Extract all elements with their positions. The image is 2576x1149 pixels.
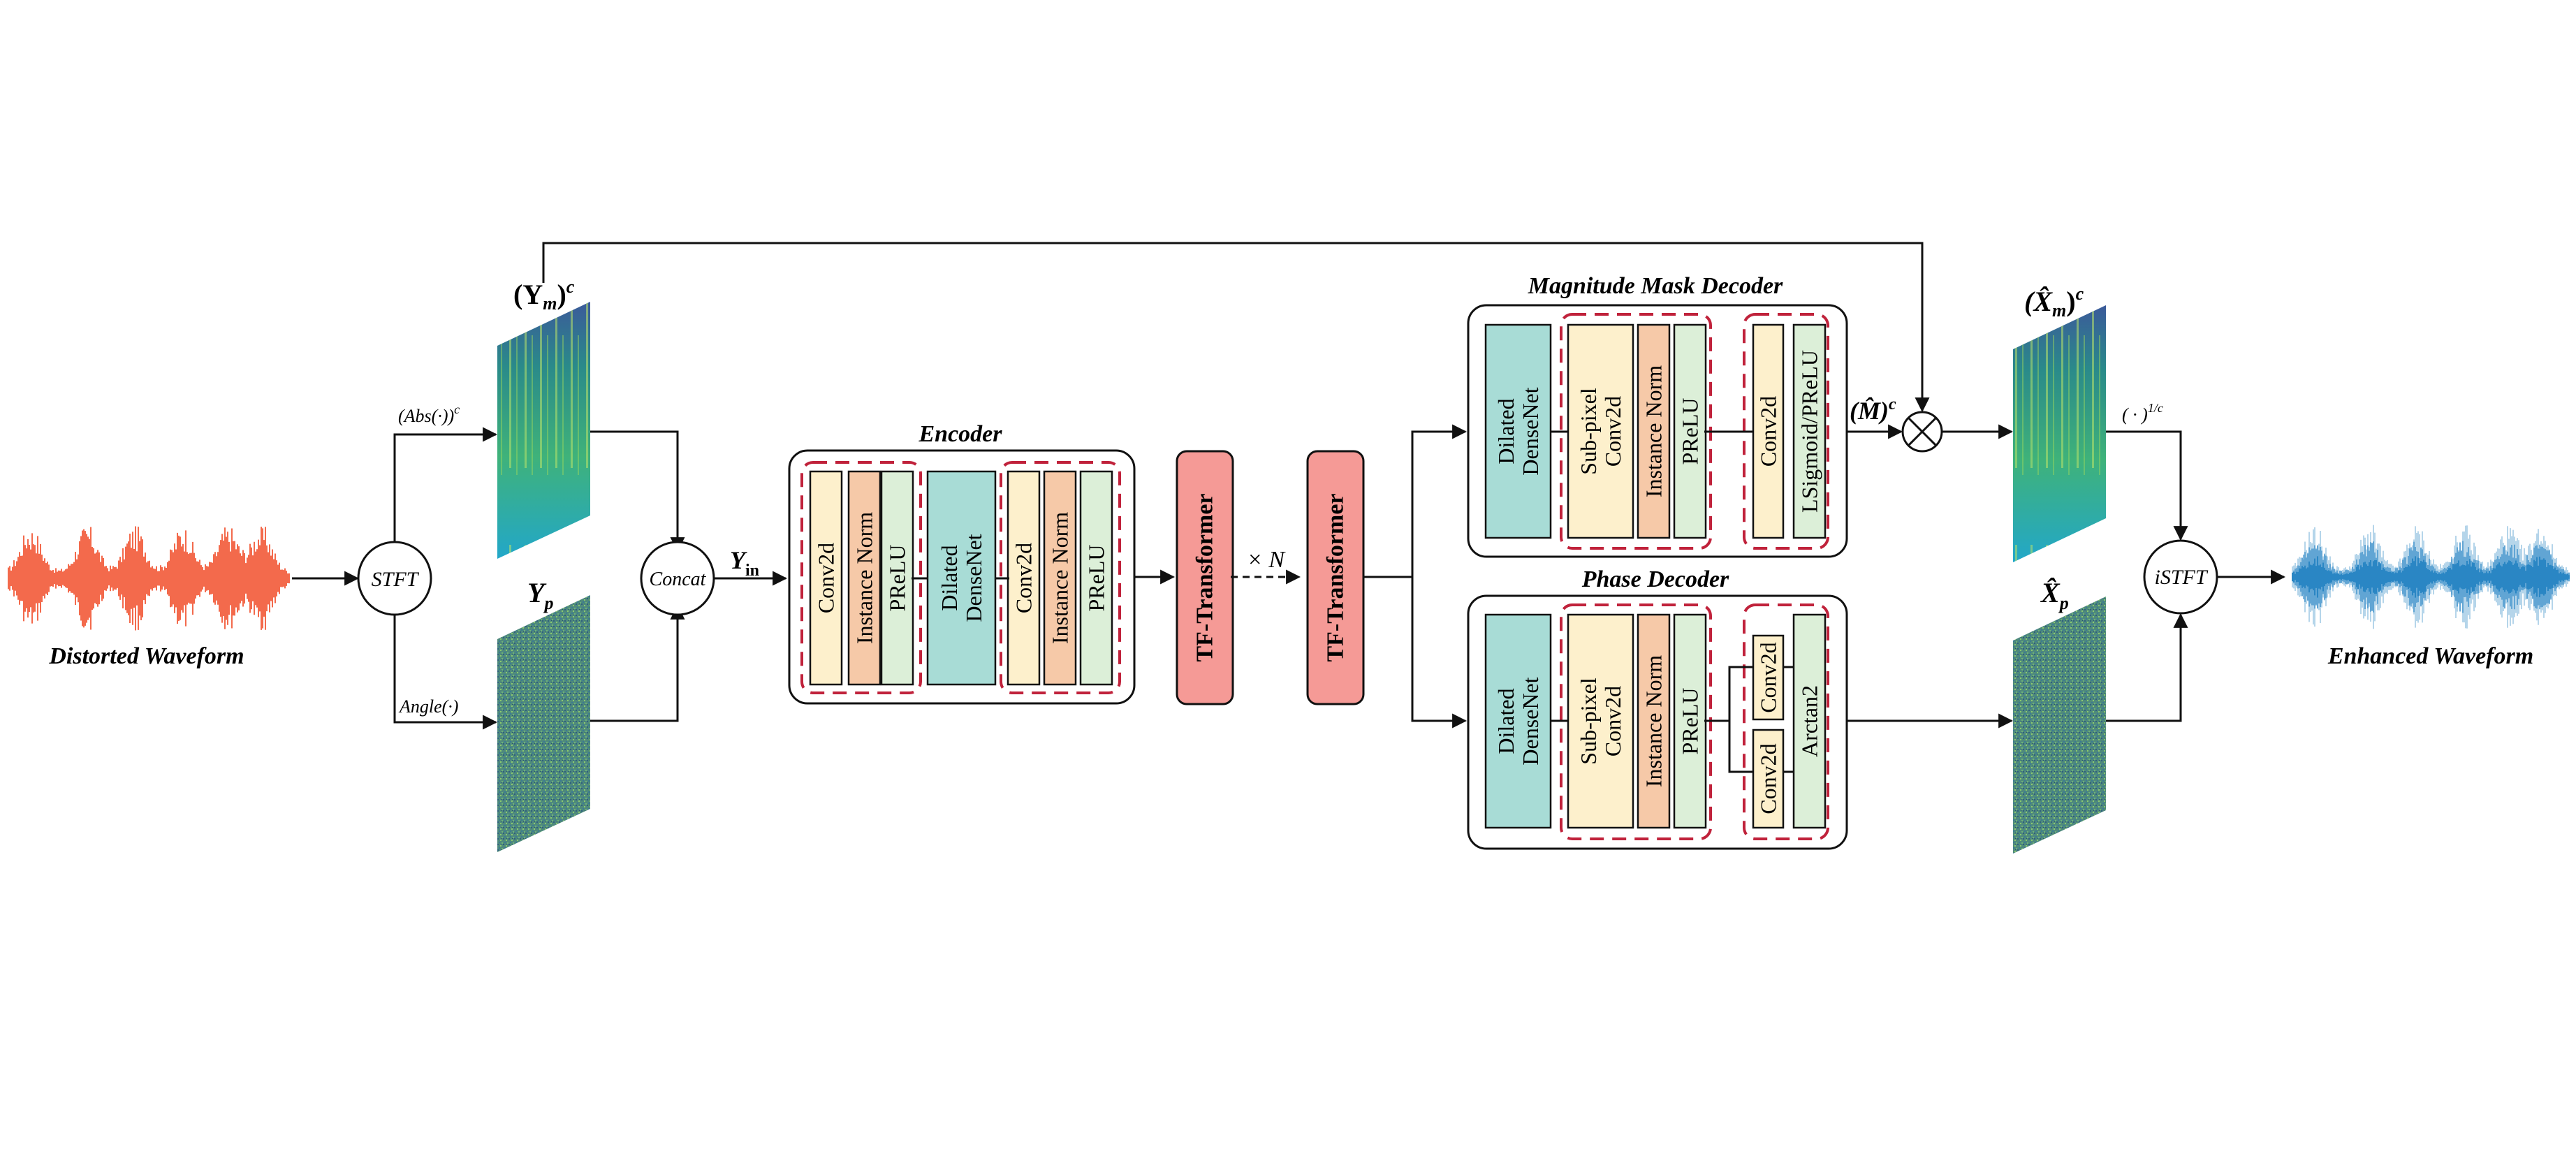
mhat-label: (M̂)c xyxy=(1850,395,1896,425)
abs-label: (Abs(·))c xyxy=(398,402,460,426)
tf-transformer-block-1: TF-Transformer xyxy=(1306,450,1365,705)
encoder-block-0-label: Conv2d xyxy=(814,543,839,613)
phase-decoder-block-4: Conv2d xyxy=(1752,634,1785,721)
encoder-block-2-label: PReLU xyxy=(885,545,910,612)
phase-decoder-block-5-label: Conv2d xyxy=(1756,743,1781,814)
inverse-power-label: ( · )1/c xyxy=(2122,401,2163,425)
phase-decoder-block-1: Sub-pixelConv2d xyxy=(1567,613,1634,829)
phase-decoder-block-2-label: Instance Norm xyxy=(1641,655,1667,787)
encoder-block-3: DilatedDenseNet xyxy=(926,470,997,686)
yin-label: Yin xyxy=(730,546,759,580)
enhanced-waveform-icon xyxy=(2292,525,2570,629)
phase-decoder-block-3-label: PReLU xyxy=(1678,688,1703,755)
encoder-group-1 xyxy=(800,461,922,694)
phase-decoder-block-5: Conv2d xyxy=(1752,729,1785,829)
phase-decoder-block-0-label: DilatedDenseNet xyxy=(1493,677,1543,765)
mag-decoder-block-2: Instance Norm xyxy=(1637,323,1671,539)
mag-decoder-block-1-label: Sub-pixelConv2d xyxy=(1576,388,1625,475)
mag-decoder-block-3-label: PReLU xyxy=(1678,398,1703,465)
arrow-stft-to-magnitude xyxy=(393,427,498,542)
mag-decoder-block-2-label: Instance Norm xyxy=(1641,365,1667,497)
encoder-block-5: Instance Norm xyxy=(1043,470,1077,686)
multiply-icon xyxy=(1901,411,1943,453)
concat-label: Concat xyxy=(650,569,707,590)
mag-decoder-block-0: DilatedDenseNet xyxy=(1484,323,1552,539)
phase-decoder-block-6: Arctan2 xyxy=(1792,613,1827,829)
stft-label: STFT xyxy=(372,568,420,591)
angle-label: Angle(·) xyxy=(398,696,458,717)
tf-transformer-block-0: TF-Transformer xyxy=(1176,450,1234,705)
phase-decoder-block-4-label: Conv2d xyxy=(1756,642,1781,712)
mag-decoder-block-4: Conv2d xyxy=(1752,323,1785,539)
mag-decoder-block-0-label: DilatedDenseNet xyxy=(1493,387,1543,475)
phase-decoder-block-2: Instance Norm xyxy=(1637,613,1671,829)
phase-decoder-block-1-label: Sub-pixelConv2d xyxy=(1576,678,1625,765)
magnitude-spectrogram-input xyxy=(497,302,590,559)
distorted-waveform-label: Distorted Waveform xyxy=(48,643,244,669)
encoder-block-6-label: PReLU xyxy=(1084,545,1109,612)
encoder-block-3-label: DilatedDenseNet xyxy=(937,534,986,622)
istft-label: iSTFT xyxy=(2154,566,2208,589)
yp-label: Yp xyxy=(527,577,553,613)
distorted-waveform-icon xyxy=(8,526,290,631)
phase-decoder-group-2 xyxy=(1743,603,1829,840)
magnitude-decoder-title: Magnitude Mask Decoder xyxy=(1528,273,1783,299)
phase-link-2 xyxy=(1704,666,1753,722)
encoder-title: Encoder xyxy=(919,421,1003,447)
magnitude-spectrogram-output xyxy=(2013,305,2106,562)
phase-decoder-title: Phase Decoder xyxy=(1581,566,1729,592)
encoder-block-1-label: Instance Norm xyxy=(852,512,877,644)
arrow-phase-to-istft xyxy=(2106,613,2188,722)
encoder-block-6: PReLU xyxy=(1079,470,1113,686)
tf-transformer-label-1: TF-Transformer xyxy=(1323,493,1349,661)
times-n-label: × N xyxy=(1247,547,1286,573)
encoder-block-5-label: Instance Norm xyxy=(1048,512,1073,644)
mag-decoder-block-4-label: Conv2d xyxy=(1756,396,1781,467)
encoder-block-2: PReLU xyxy=(880,470,914,686)
encoder-group-2 xyxy=(1000,461,1121,694)
xp-label: X̂p xyxy=(2040,577,2069,613)
tf-transformer-label-0: TF-Transformer xyxy=(1192,493,1218,661)
ym-label: (Ym)c xyxy=(513,277,575,314)
phase-decoder-block-0: DilatedDenseNet xyxy=(1484,613,1552,829)
mag-decoder-block-5-label: LSigmoid/PReLU xyxy=(1797,350,1822,513)
mag-decoder-block-1: Sub-pixelConv2d xyxy=(1567,323,1634,539)
phase-spectrogram-output xyxy=(2013,597,2106,854)
arrow-magnitude-to-concat xyxy=(590,430,685,552)
skip-connection xyxy=(542,242,1930,413)
encoder-block-4-label: Conv2d xyxy=(1011,543,1037,613)
encoder-block-1: Instance Norm xyxy=(847,470,881,686)
arrow-to-phase-decoder xyxy=(1411,577,1468,729)
phase-link-3 xyxy=(1728,721,1753,773)
enhanced-waveform-label: Enhanced Waveform xyxy=(2327,643,2533,669)
mag-decoder-block-3: PReLU xyxy=(1673,323,1707,539)
arrow-magnitude-to-istft xyxy=(2106,430,2188,541)
arrow-phase-to-concat xyxy=(590,604,685,722)
phase-decoder-block-6-label: Arctan2 xyxy=(1797,685,1822,757)
arrow-stft-to-phase xyxy=(393,615,498,730)
phase-decoder-block-3: PReLU xyxy=(1673,613,1707,829)
phase-spectrogram-input xyxy=(497,595,590,852)
xm-label: (X̂m)c xyxy=(2024,284,2084,321)
mag-decoder-block-5: LSigmoid/PReLU xyxy=(1792,323,1827,539)
encoder-block-0: Conv2d xyxy=(809,470,843,686)
encoder-block-4: Conv2d xyxy=(1007,470,1041,686)
arrow-to-magnitude-decoder xyxy=(1411,424,1468,577)
